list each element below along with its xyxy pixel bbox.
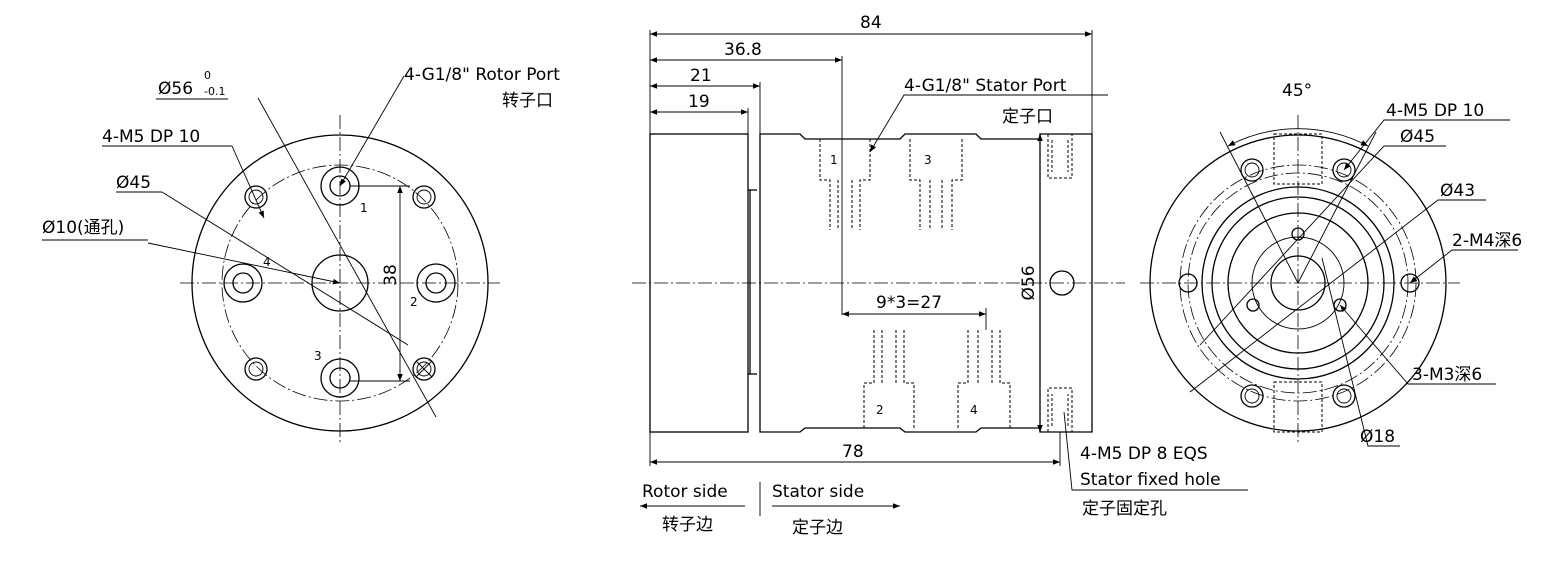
fixed-hole-top: [1047, 134, 1073, 179]
bore-label: Ø10(通孔): [42, 218, 124, 238]
stator-side-label: Stator side: [772, 482, 864, 502]
dim-pitch: 9*3=27: [876, 293, 942, 313]
angle-45: 45°: [1282, 81, 1312, 101]
right-m5-holes: [1240, 158, 1356, 408]
dim-outer-diameter: Ø56: [158, 79, 193, 99]
pcd-label: Ø45: [116, 173, 151, 193]
rotor-side-cn: 转子边: [662, 515, 713, 535]
middle-view: 1 3 2 4 84 36.8 21 19 9*3=27 Ø56 78 4-G1…: [632, 13, 1248, 538]
leader-d45: [161, 191, 409, 346]
left-view: 38 1 2 3 4 Ø56 0 -0.1 4-G1/8" Rotor Port…: [42, 65, 560, 445]
m5-hole-4: [412, 357, 436, 381]
right-inner-ring: [1227, 212, 1369, 354]
fixed-hole-bottom: [1047, 387, 1073, 432]
leader-fixed-hole: [1063, 411, 1248, 491]
stator-port-top: [819, 139, 963, 230]
rotor-port-2: [416, 263, 456, 303]
dim-38: 38: [381, 264, 401, 286]
m5-hole-2: [412, 185, 436, 209]
leader-m5: [231, 145, 265, 219]
side-port-num-2: 2: [876, 403, 884, 417]
side-port-num-1: 1: [830, 153, 838, 167]
right-center-bore: [1270, 255, 1326, 311]
fixed-hole-en: Stator fixed hole: [1080, 470, 1221, 490]
outer-flange-circle: [191, 134, 489, 432]
rotor-side-label: Rotor side: [642, 482, 728, 502]
right-outer-circle: [1149, 134, 1447, 432]
m3-label: 3-M3深6: [1412, 365, 1482, 385]
right-pcd-45: [1179, 164, 1417, 402]
stator-side-cn: 定子边: [792, 518, 843, 538]
stator-body: [759, 133, 1093, 433]
rotor-port-3: [320, 358, 360, 398]
rotor-port-4: [223, 263, 263, 303]
tol-upper: 0: [204, 69, 211, 82]
stator-port-cn: 定子口: [1002, 107, 1053, 127]
m4-hole-right: [1400, 273, 1420, 293]
center-bore: [311, 254, 369, 312]
side-port-num-4: 4: [970, 403, 978, 417]
dim-36-8: 36.8: [724, 40, 762, 60]
dim-21: 21: [690, 66, 712, 86]
stator-port-bottom: [863, 330, 1011, 428]
rotor-port-label: 4-G1/8" Rotor Port: [404, 65, 560, 85]
stator-port-label: 4-G1/8" Stator Port: [904, 76, 1067, 96]
leader-stator-port: [869, 94, 1108, 153]
tol-lower: -0.1: [204, 85, 225, 98]
dim-78: 78: [842, 442, 864, 462]
m5-hole-1: [244, 185, 268, 209]
right-view: 45° 4-M5 DP 10 Ø45 Ø43 2-M4深6 3-M3深6 Ø18: [1140, 81, 1522, 447]
d18-label: Ø18: [1360, 427, 1395, 447]
m5-hole-3: [244, 357, 268, 381]
port-num-1: 1: [360, 201, 368, 215]
dim-19: 19: [688, 92, 710, 112]
right-pcd45-label: Ø45: [1400, 127, 1435, 147]
m5-holes-label: 4-M5 DP 10: [102, 127, 200, 147]
fixed-hole-label: 4-M5 DP 8 EQS: [1080, 444, 1208, 464]
port-num-2: 2: [410, 295, 418, 309]
leader-d56: [257, 97, 437, 418]
right-m5-label: 4-M5 DP 10: [1386, 101, 1484, 121]
leader-rotor-port: [339, 75, 405, 187]
dim-84: 84: [860, 13, 882, 33]
rotor-port-cn: 转子口: [502, 91, 553, 111]
port-num-4: 4: [263, 255, 271, 269]
dim-56: Ø56: [1019, 265, 1039, 300]
leader-d10: [147, 242, 341, 285]
fixed-hole-cn: 定子固定孔: [1082, 499, 1167, 519]
port-num-3: 3: [314, 349, 322, 363]
m4-hole-left: [1178, 273, 1198, 293]
side-port-num-3: 3: [924, 153, 932, 167]
m4-label: 2-M4深6: [1452, 231, 1522, 251]
pitch-circle: [221, 164, 459, 402]
right-pcd43-label: Ø43: [1440, 181, 1475, 201]
